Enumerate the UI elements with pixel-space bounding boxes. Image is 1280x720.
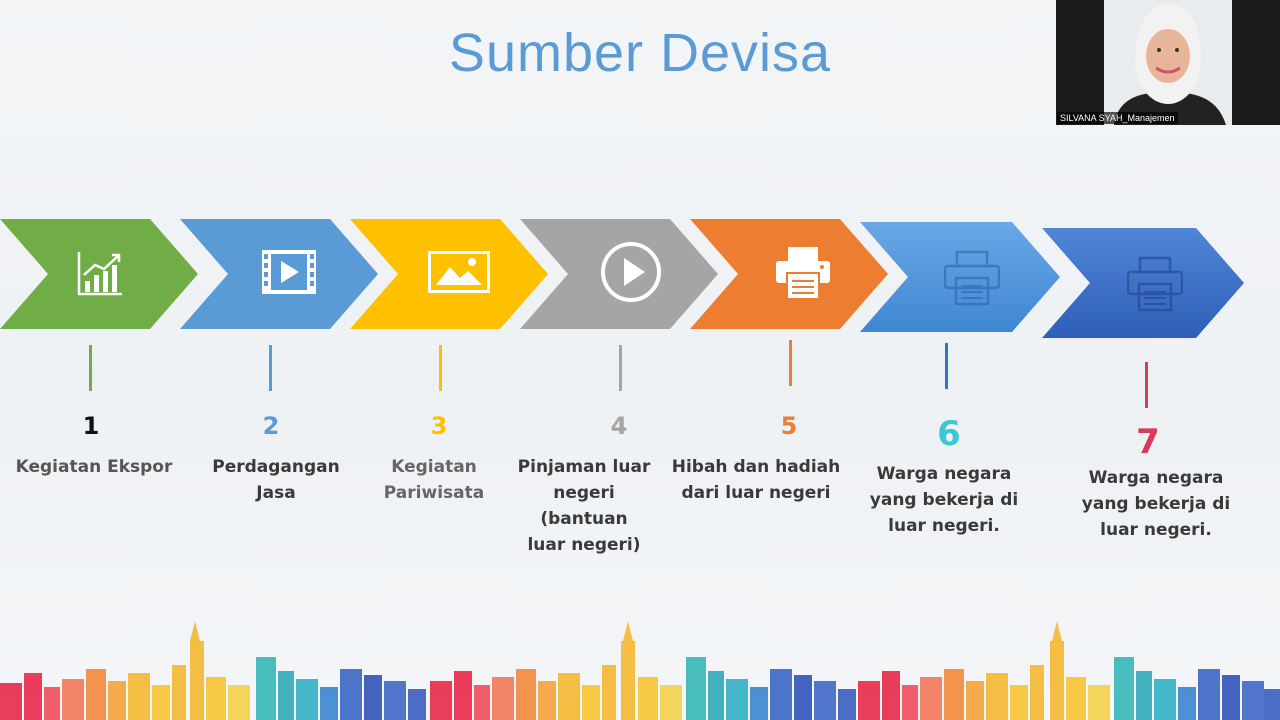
participant-video[interactable]: SILVANA SYAH_Manajemen [1056,0,1280,125]
step-label-4: Pinjaman luar negeri (bantuan luar neger… [517,457,651,555]
step-label-7: Warga negara yang bekerja di luar negeri… [1081,468,1231,540]
slide-title: Sumber Devisa [448,23,832,83]
participant-avatar [1056,0,1280,125]
connector-line-6 [945,343,948,389]
chart-icon [76,249,124,301]
city-skyline-decoration [0,621,1280,720]
step-number-4: 4 [610,412,628,440]
step-number-6: 6 [937,414,961,454]
chevron-1 [0,219,200,329]
step-number-5: 5 [780,412,798,440]
play-icon [600,241,662,307]
connector-line-2 [269,345,272,391]
connector-line-1 [89,345,92,391]
connector-line-3 [439,345,442,391]
connector-line-5 [789,340,792,386]
step-label-2: Perdagangan Jasa [212,457,340,503]
chevron-4 [520,219,720,329]
participant-name: SILVANA SYAH_Manajemen [1057,112,1178,124]
printer-icon [1126,256,1184,316]
printer-icon [775,245,831,305]
step-number-2: 2 [262,412,280,440]
step-label-6: Warga negara yang bekerja di luar negeri… [869,464,1019,536]
step-label-3: Kegiatan Pariwisata [383,457,485,503]
step-label-5: Hibah dan hadiah dari luar negeri [671,457,841,503]
connector-line-7 [1145,362,1148,408]
connector-line-4 [619,345,622,391]
film-icon [261,249,317,299]
picture-icon [428,251,490,297]
step-number-1: 1 [82,412,100,440]
printer-icon [943,250,1001,310]
step-number-3: 3 [430,412,448,440]
step-number-7: 7 [1136,422,1160,462]
step-label-1: Kegiatan Ekspor [15,457,173,477]
